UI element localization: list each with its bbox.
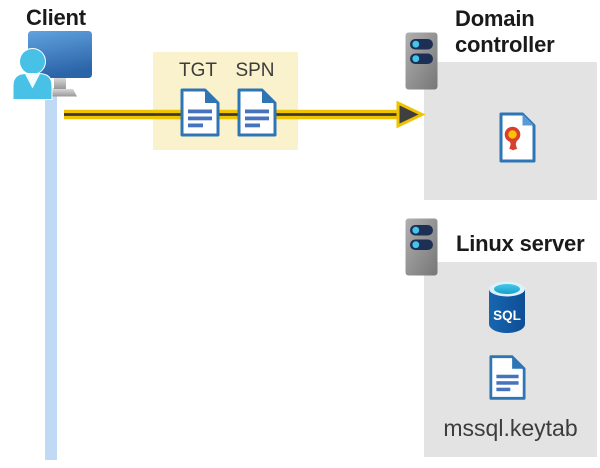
domain-controller-server-icon xyxy=(405,32,438,90)
tgt-document-icon xyxy=(180,88,220,137)
spn-label: SPN xyxy=(235,60,275,81)
linux-server-icon xyxy=(405,218,438,276)
sql-icon-text: SQL xyxy=(493,308,521,323)
keytab-file-label: mssql.keytab xyxy=(443,415,578,441)
certificate-icon xyxy=(499,112,536,163)
client-connection-line xyxy=(45,88,57,460)
tgt-label: TGT xyxy=(179,60,217,81)
person-at-monitor-icon xyxy=(13,31,92,100)
yellow-arrow-right xyxy=(64,100,426,129)
monitor-stand-neck xyxy=(54,78,66,89)
keytab-document-icon xyxy=(489,355,526,400)
domain-controller-label: Domain controller xyxy=(455,6,555,57)
sql-database-icon: SQL xyxy=(489,281,525,333)
person-icon xyxy=(13,48,53,100)
linux-server-label: Linux server xyxy=(456,231,585,256)
spn-document-icon xyxy=(237,88,277,137)
client-label: Client xyxy=(26,5,86,30)
